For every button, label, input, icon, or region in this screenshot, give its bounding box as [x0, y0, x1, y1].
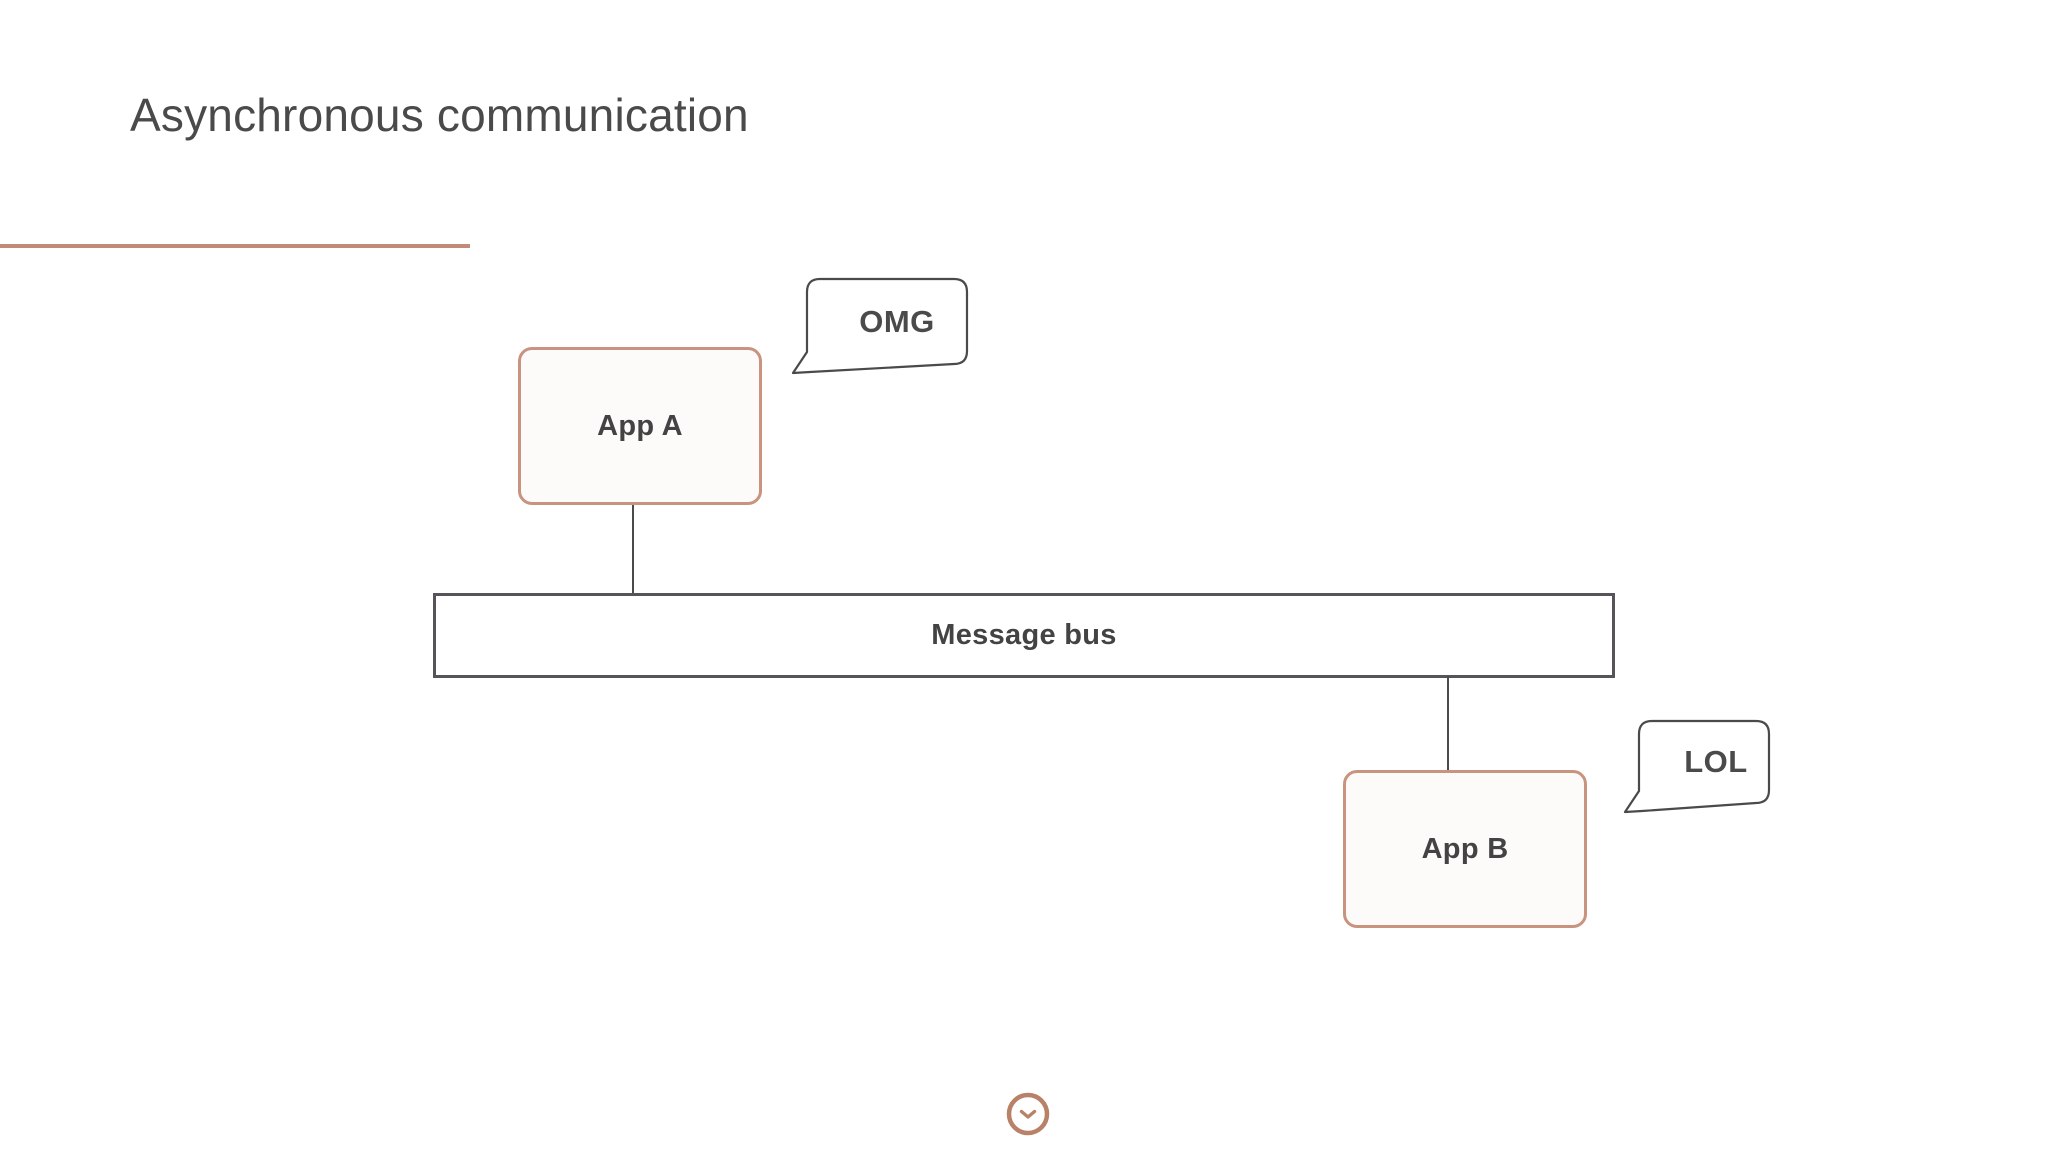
speech-bubble-outline-icon [1623, 719, 1771, 814]
title-accent-rule [0, 244, 470, 248]
diagram-node-label: Message bus [931, 619, 1117, 651]
speech-bubble-lol: LOL [1622, 716, 1774, 816]
diagram-node-app-a[interactable]: App A [518, 347, 762, 505]
diagram-node-app-b[interactable]: App B [1343, 770, 1587, 928]
speech-bubble-outline-icon [791, 277, 969, 375]
diagram-node-label: App B [1421, 832, 1509, 865]
connector-message-bus-to-app-b [1447, 676, 1449, 770]
page-title: Asynchronous communication [130, 89, 749, 141]
diagram-node-label: App A [597, 409, 683, 442]
tulip-circle-logo-icon [1006, 1092, 1050, 1136]
speech-bubble-omg: OMG [790, 274, 972, 378]
diagram-node-message-bus[interactable]: Message bus [433, 593, 1615, 678]
connector-app-a-to-message-bus [632, 505, 634, 595]
